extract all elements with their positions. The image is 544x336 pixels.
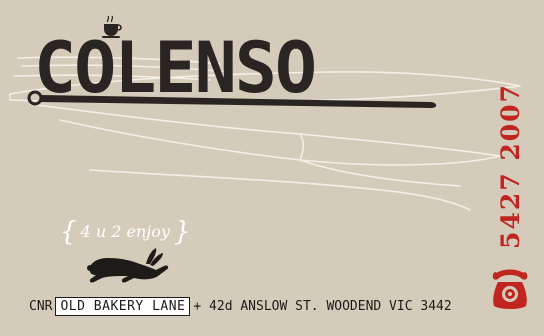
telephone-icon — [492, 269, 528, 309]
tagline: {4 u 2 enjoy} — [60, 217, 190, 247]
address-prefix: CNR — [29, 298, 53, 314]
running-rabbit-icon — [87, 248, 169, 283]
coffee-cup-icon — [102, 15, 122, 38]
address-line: CNR OLD BAKERY LANE + 42d ANSLOW ST. WOO… — [29, 295, 452, 317]
brand-logo-text: COLENSO — [34, 27, 317, 109]
tagline-open-brace: { — [60, 217, 77, 247]
address-rest: + 42d ANSLOW ST. WOODEND VIC 3442 — [193, 298, 452, 314]
address-boxed-street: OLD BAKERY LANE — [55, 296, 191, 316]
phone-number-container: 5427 2007 — [493, 76, 529, 256]
logo-underline-bar — [27, 90, 437, 108]
tagline-close-brace: } — [173, 217, 191, 247]
tagline-text: 4 u 2 enjoy — [80, 222, 170, 241]
phone-number: 5427 2007 — [496, 83, 525, 249]
